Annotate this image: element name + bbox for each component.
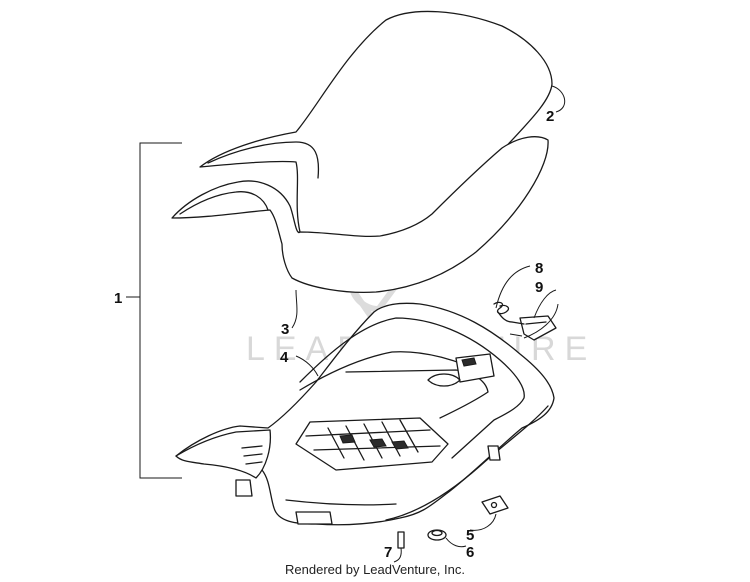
leader-8 — [495, 265, 531, 309]
callout-6: 6 — [466, 544, 474, 561]
callouts: 1 2 3 4 5 6 7 8 9 — [114, 108, 554, 561]
leader-9 — [533, 289, 557, 319]
leader-9b — [523, 303, 559, 339]
callout-4: 4 — [280, 349, 289, 366]
base-front-wing — [175, 429, 272, 497]
callout-7: 7 — [384, 544, 392, 561]
leader-5 — [469, 513, 497, 531]
leader-7 — [393, 547, 402, 563]
callout-2: 2 — [546, 108, 554, 125]
callout-9: 9 — [535, 279, 543, 296]
callout-8: 8 — [535, 260, 543, 277]
callout-1: 1 — [114, 290, 122, 307]
seat-base-part-4 — [175, 302, 555, 526]
leader-4 — [295, 355, 319, 377]
leader-6 — [445, 537, 467, 548]
leader-2 — [551, 85, 566, 113]
bracket-part-5 — [481, 495, 509, 515]
base-foot-front — [295, 511, 333, 525]
leader-3 — [291, 289, 298, 329]
latch-boss — [427, 353, 495, 387]
grommet-part-6 — [427, 529, 447, 541]
base-lattice — [295, 417, 449, 471]
footer-credit: Rendered by LeadVenture, Inc. — [285, 562, 465, 577]
assembly-bracket — [139, 142, 182, 479]
pin-part-7 — [397, 531, 405, 549]
base-foot-rear — [487, 445, 501, 461]
spring-part-8 — [493, 301, 513, 323]
callout-3: 3 — [281, 321, 289, 338]
callout-5: 5 — [466, 527, 474, 544]
seat-foam-part-3 — [171, 136, 549, 294]
latch-part-9 — [511, 315, 557, 341]
leader-latch-pin — [509, 333, 523, 337]
leader-lines — [126, 85, 566, 563]
